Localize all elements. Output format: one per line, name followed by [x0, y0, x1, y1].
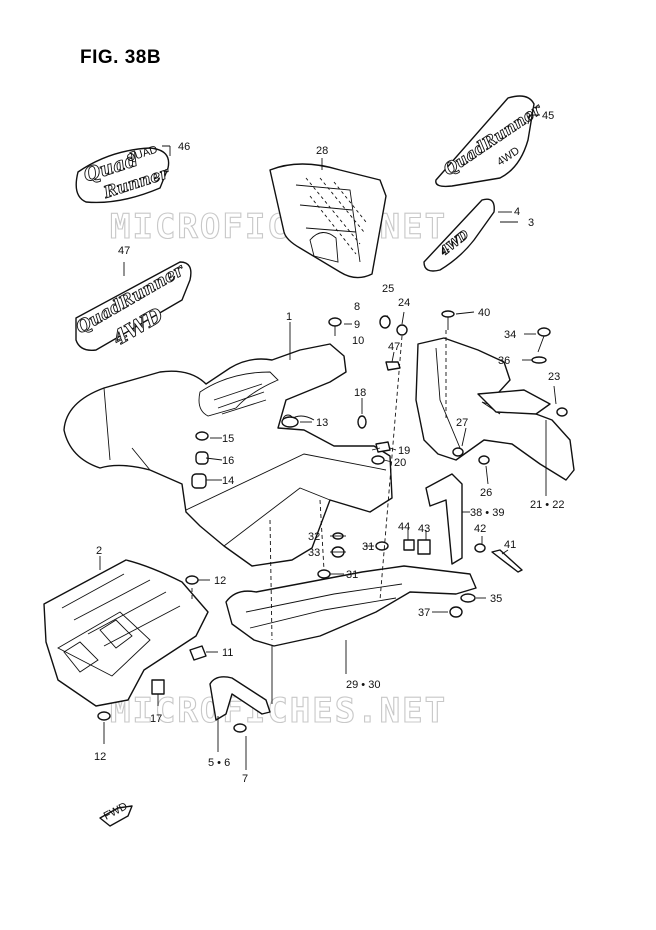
- callout-38-39: 38 • 39: [470, 507, 504, 519]
- callout-45: 45: [542, 110, 554, 122]
- bolt-31b: [317, 569, 331, 579]
- callout-46: 46: [178, 141, 190, 153]
- callout-41: 41: [504, 539, 516, 551]
- callout-24: 24: [398, 297, 410, 309]
- nut-25: [379, 315, 391, 329]
- callout-5-6: 5 • 6: [208, 757, 230, 769]
- bolt-26: [478, 455, 490, 465]
- front-fender-1: [63, 343, 393, 567]
- callout-15: 15: [222, 433, 234, 445]
- bolt-18: [357, 415, 367, 429]
- bracket-17: [151, 679, 165, 695]
- bolt-34: [537, 327, 551, 337]
- bolt-7: [233, 723, 247, 733]
- callout-34: 34: [504, 329, 516, 341]
- rivet-41: [491, 549, 523, 573]
- cushion-14: [191, 473, 207, 489]
- callout-2: 2: [96, 545, 102, 557]
- watermark-bottom: MICROFICHES.NET: [110, 691, 447, 731]
- callout-33: 33: [308, 547, 320, 559]
- callout-17: 17: [150, 713, 162, 725]
- callout-36: 36: [498, 355, 510, 367]
- bracket-43: [417, 539, 431, 555]
- callout-47-clip: 47: [388, 341, 400, 353]
- callout-11: 11: [222, 647, 233, 659]
- callout-19: 19: [398, 445, 410, 457]
- clip-44: [403, 539, 415, 551]
- figure-title: FIG. 38B: [80, 47, 162, 68]
- callout-7: 7: [242, 773, 248, 785]
- callout-23: 23: [548, 371, 560, 383]
- bolt-23: [556, 407, 568, 417]
- leader-lines: [99, 114, 557, 770]
- rear-bracket-38-39: [425, 473, 463, 565]
- decal-quad-runner: Quad Runner QUAD: [75, 144, 173, 204]
- washer-24: [396, 324, 408, 336]
- callout-35: 35: [490, 593, 502, 605]
- callouts: 1 2 3 4 5 • 6 7 8 9 10 11 12 12 13 14 15…: [94, 110, 564, 785]
- washer-36: [531, 356, 547, 364]
- guard-plate-28: [269, 163, 387, 279]
- fwd-arrow-icon: [99, 805, 133, 827]
- callout-42: 42: [474, 523, 486, 535]
- hardware-parts: FWD: [97, 310, 568, 827]
- clip-47: [385, 361, 401, 371]
- callout-32: 32: [308, 531, 320, 543]
- callout-12-bottom: 12: [94, 751, 106, 763]
- decal-45: QuadRunner 4WD: [435, 95, 546, 188]
- callout-3: 3: [528, 217, 534, 229]
- callout-31-bottom: 31: [346, 569, 358, 581]
- callout-37: 37: [418, 607, 430, 619]
- washer-42: [474, 543, 486, 553]
- screw-40: [441, 310, 455, 318]
- callout-27: 27: [456, 417, 468, 429]
- decal-quadrunner-4wd: QuadRunner 4WD: [72, 260, 192, 351]
- front-rack-2: [43, 559, 209, 707]
- callout-12-top: 12: [214, 575, 226, 587]
- bolt-12a: [185, 575, 199, 585]
- clip-19: [375, 441, 391, 453]
- callout-40: 40: [478, 307, 490, 319]
- decal-3-4: 4WD: [423, 198, 495, 272]
- callout-14: 14: [222, 475, 234, 487]
- callout-31-top: 31: [362, 541, 374, 553]
- callout-10: 10: [352, 335, 364, 347]
- bolt-12b: [97, 711, 111, 721]
- callout-4: 4: [514, 206, 520, 218]
- clip-11: [189, 645, 207, 661]
- callout-9: 9: [354, 319, 360, 331]
- rear-fender-21-22: [415, 337, 575, 481]
- callout-29-30: 29 • 30: [346, 679, 380, 691]
- callout-26: 26: [480, 487, 492, 499]
- washer-35: [460, 593, 476, 603]
- bolt-31a: [375, 541, 389, 551]
- callout-25: 25: [382, 283, 394, 295]
- callout-47-decal: 47: [118, 245, 130, 257]
- bolt-8: [328, 317, 342, 327]
- callout-8: 8: [354, 301, 360, 313]
- callout-20: 20: [394, 457, 406, 469]
- callout-21-22: 21 • 22: [530, 499, 564, 511]
- callout-13: 13: [316, 417, 328, 429]
- nut-37: [449, 606, 463, 618]
- callout-43: 43: [418, 523, 430, 535]
- callout-44: 44: [398, 521, 410, 533]
- nut-20: [371, 455, 385, 465]
- callout-28: 28: [316, 145, 328, 157]
- callout-18: 18: [354, 387, 366, 399]
- footrest-frame-29-30: [209, 565, 477, 721]
- watermark-top: MICROFICHES.NET: [110, 207, 447, 247]
- grommet-13: [281, 416, 299, 428]
- callout-16: 16: [222, 455, 234, 467]
- nut-27: [452, 447, 464, 457]
- callout-1: 1: [286, 311, 292, 323]
- bolt-15: [195, 431, 209, 441]
